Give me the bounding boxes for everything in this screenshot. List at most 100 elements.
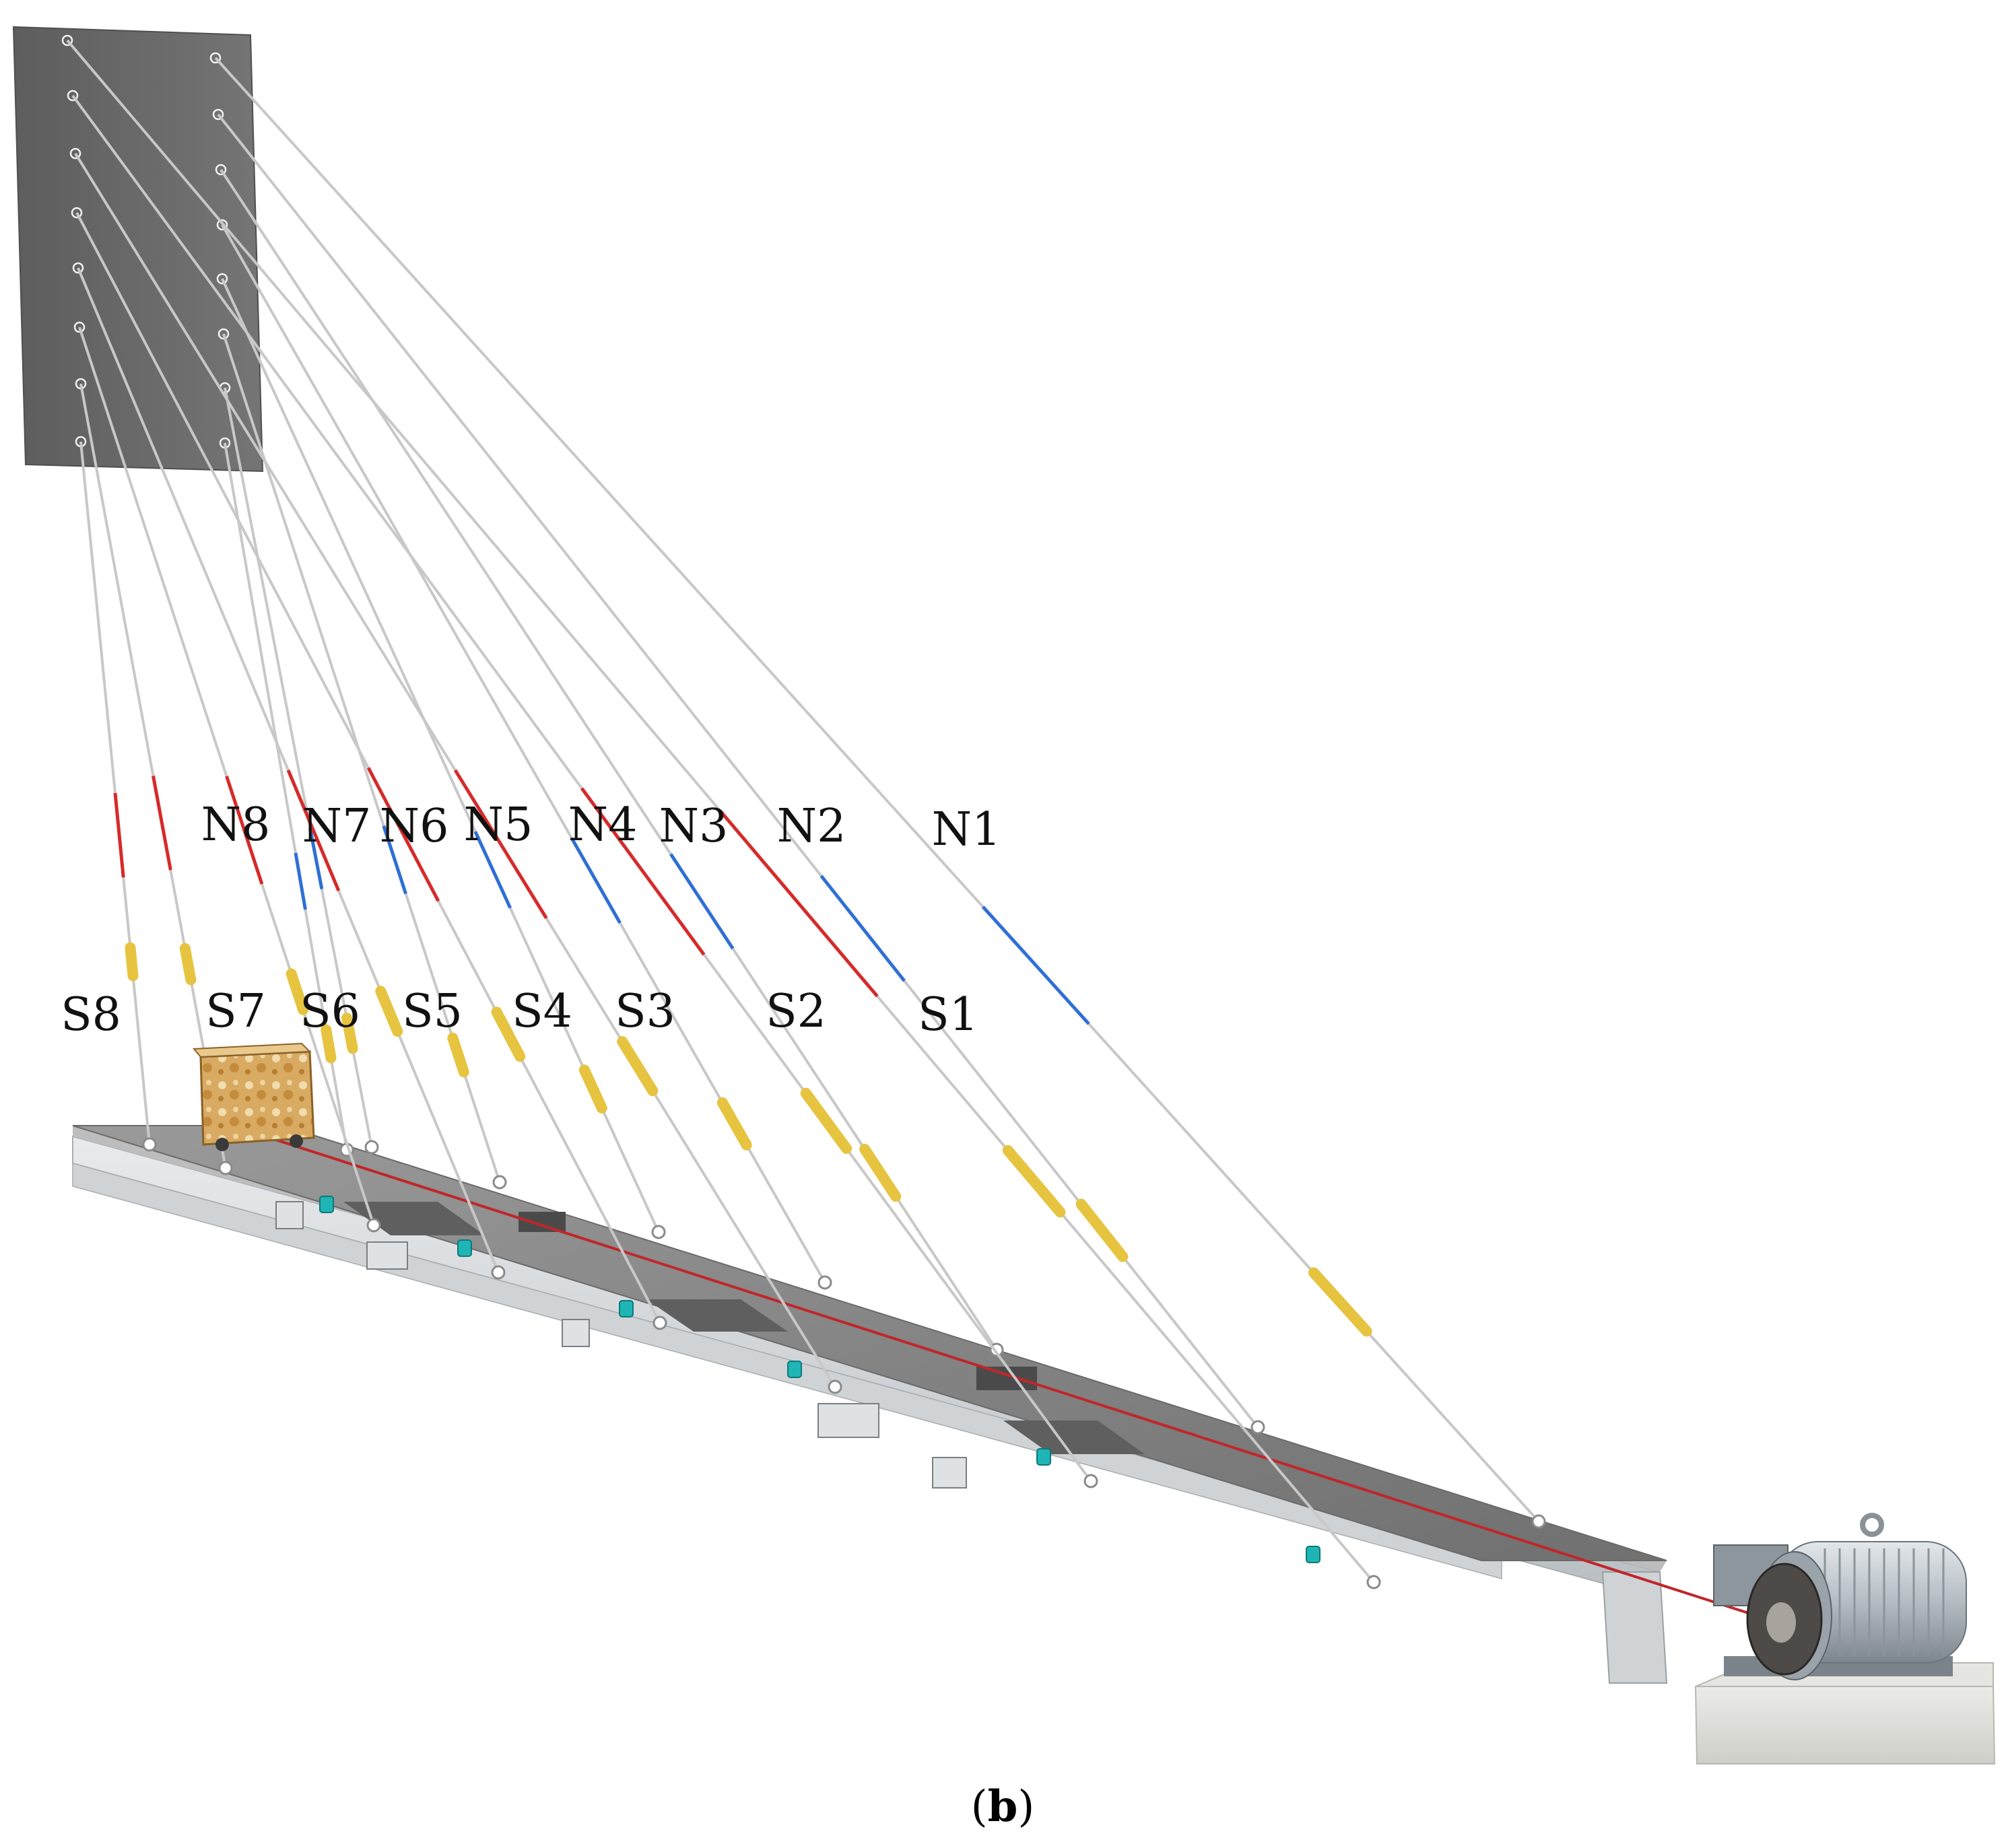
cable-n4 bbox=[221, 224, 832, 1290]
label-n7: N7 bbox=[302, 800, 372, 853]
south-cable-labels: S1 S2 S3 S4 S5 S6 S7 S8 bbox=[61, 985, 978, 1041]
cable-s7 bbox=[79, 383, 233, 1175]
label-n6: N6 bbox=[380, 800, 449, 853]
electric-motor-icon bbox=[1694, 1513, 1996, 1765]
cable-s8-damper bbox=[125, 942, 139, 982]
pylon-tower bbox=[12, 26, 264, 473]
cable-s4-highlight bbox=[366, 767, 440, 902]
moving-load-block-icon bbox=[192, 1042, 315, 1151]
pylon-anchor bbox=[212, 108, 224, 121]
label-n8: N8 bbox=[201, 798, 271, 852]
label-s2: S2 bbox=[766, 985, 826, 1038]
cable-n1-deck-anchor bbox=[1531, 1514, 1546, 1529]
cable-s3-damper bbox=[617, 1036, 659, 1097]
label-s8: S8 bbox=[61, 988, 121, 1041]
caption-close-paren: ) bbox=[1017, 1782, 1034, 1832]
cable-s4-deck-anchor bbox=[653, 1315, 667, 1330]
cable-n8-damper bbox=[321, 1024, 337, 1064]
deck-sensor bbox=[319, 1196, 334, 1213]
cable-s2-highlight bbox=[580, 787, 706, 956]
cable-n1-highlight bbox=[981, 905, 1090, 1025]
pylon-anchor bbox=[71, 207, 83, 219]
cable-n7-deck-anchor bbox=[364, 1140, 379, 1155]
cable-s7-damper bbox=[179, 943, 197, 986]
cable-s5-deck-anchor bbox=[491, 1265, 506, 1280]
label-s4: S4 bbox=[512, 985, 572, 1038]
cable-s2-damper bbox=[800, 1087, 852, 1155]
cable-s2-deck-anchor bbox=[1083, 1474, 1098, 1488]
cable-n6 bbox=[222, 333, 507, 1190]
pylon-anchor bbox=[209, 52, 222, 64]
pylon-anchor bbox=[216, 273, 228, 285]
cable-n2-damper bbox=[1075, 1198, 1129, 1262]
deck-sensor-group bbox=[319, 1196, 1320, 1563]
caption-open-paren: ( bbox=[971, 1782, 988, 1832]
cable-s6 bbox=[78, 327, 381, 1233]
cable-s6-highlight bbox=[225, 776, 264, 885]
pylon-anchor bbox=[218, 328, 230, 340]
cable-s2 bbox=[71, 94, 1098, 1488]
pylon-anchor bbox=[67, 90, 79, 102]
traction-line bbox=[269, 1136, 1778, 1624]
pylon-anchor bbox=[216, 219, 228, 231]
cable-n5-highlight bbox=[473, 831, 512, 909]
cable-s6-damper bbox=[286, 968, 309, 1015]
label-s6: S6 bbox=[300, 985, 360, 1038]
label-n3: N3 bbox=[659, 800, 729, 853]
label-n2: N2 bbox=[777, 800, 846, 853]
cable-s1-deck-anchor bbox=[1366, 1575, 1381, 1589]
cable-n7-damper bbox=[341, 1013, 358, 1054]
cable-s8-deck-anchor bbox=[142, 1137, 157, 1152]
cable-s8 bbox=[79, 441, 157, 1152]
cable-s4 bbox=[75, 212, 667, 1330]
label-n4: N4 bbox=[568, 798, 638, 852]
deck-sensor bbox=[619, 1300, 634, 1317]
cable-s4-damper bbox=[491, 1006, 526, 1062]
cable-s1 bbox=[66, 39, 1381, 1589]
deck-sensor bbox=[457, 1239, 472, 1257]
cable-n5 bbox=[221, 278, 666, 1239]
cable-s5-damper bbox=[375, 986, 403, 1037]
cable-n2 bbox=[217, 113, 1265, 1435]
deck-sensor bbox=[1306, 1546, 1320, 1563]
cable-s6-deck-anchor bbox=[366, 1218, 381, 1233]
figure-caption: (b) bbox=[971, 1781, 1035, 1832]
cable-s1-damper bbox=[1002, 1144, 1066, 1218]
cable-n5-deck-anchor bbox=[651, 1225, 666, 1239]
label-s1: S1 bbox=[918, 988, 978, 1041]
label-n5: N5 bbox=[464, 798, 533, 852]
cable-s7-deck-anchor bbox=[218, 1161, 233, 1175]
cable-s1-highlight bbox=[719, 810, 879, 998]
cable-n4-highlight bbox=[570, 837, 622, 924]
cable-n8 bbox=[224, 442, 354, 1157]
cable-n2-deck-anchor bbox=[1250, 1420, 1265, 1435]
cable-n4-damper bbox=[716, 1097, 752, 1151]
cable-n7 bbox=[224, 387, 379, 1155]
label-s3: S3 bbox=[615, 985, 675, 1038]
label-s5: S5 bbox=[402, 985, 463, 1038]
bridge-deck bbox=[72, 1125, 1668, 1684]
cable-n8-highlight bbox=[294, 852, 307, 910]
pylon-anchor bbox=[73, 321, 86, 333]
cable-s3 bbox=[74, 152, 842, 1394]
cable-n1-damper bbox=[1308, 1267, 1372, 1337]
stay-cables-layer bbox=[66, 39, 1546, 1589]
deck-sensor bbox=[787, 1361, 802, 1378]
cable-s3-deck-anchor bbox=[828, 1379, 842, 1394]
cable-n7-highlight bbox=[308, 827, 324, 889]
cable-n6-deck-anchor bbox=[492, 1175, 507, 1190]
label-s7: S7 bbox=[205, 985, 266, 1038]
pylon-anchor bbox=[69, 147, 81, 160]
cable-s5 bbox=[77, 267, 506, 1280]
cable-n5-damper bbox=[578, 1064, 607, 1114]
label-n1: N1 bbox=[932, 803, 1001, 856]
pylon-anchor bbox=[61, 34, 73, 46]
pylon-anchor bbox=[72, 262, 84, 274]
pylon-anchor bbox=[215, 164, 227, 176]
cable-n1 bbox=[214, 57, 1546, 1529]
cable-n2-highlight bbox=[820, 875, 906, 982]
cable-s3-highlight bbox=[453, 769, 548, 920]
